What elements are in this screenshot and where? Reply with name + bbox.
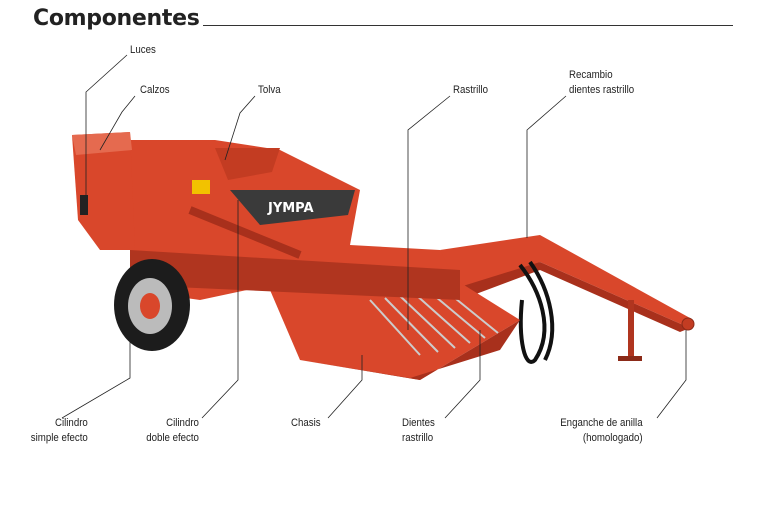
label-line: (homologado) [583,432,643,444]
label-calzos: Calzos [140,84,170,96]
label-dientes: Dientes rastrillo [402,416,435,446]
label-line: Dientes [402,417,435,429]
label-line: rastrillo [402,432,434,444]
label-line: Cilindro [166,417,199,429]
machine-photo: JYMPA [72,132,695,380]
label-chasis: Chasis [291,417,321,429]
label-recambio: Recambio dientes rastrillo [569,68,634,98]
label-line: Recambio [569,69,613,81]
title-rule [203,25,733,26]
label-line: Enganche de anilla [560,417,643,429]
label-line: doble efecto [146,432,199,444]
page-title: Componentes [33,6,200,31]
label-line: dientes rastrillo [569,84,635,96]
label-rastrillo: Rastrillo [453,84,488,96]
brand-logo: JYMPA [267,201,314,216]
label-cilindro-doble: Cilindro doble efecto [146,416,199,446]
label-tolva: Tolva [258,84,281,96]
label-enganche: Enganche de anilla (homologado) [561,416,643,446]
leader-lines [61,54,687,419]
label-line: simple efecto [30,432,88,444]
label-cilindro-simple: Cilindro simple efecto [31,416,88,446]
label-line: Cilindro [55,417,88,429]
label-luces: Luces [130,44,156,56]
